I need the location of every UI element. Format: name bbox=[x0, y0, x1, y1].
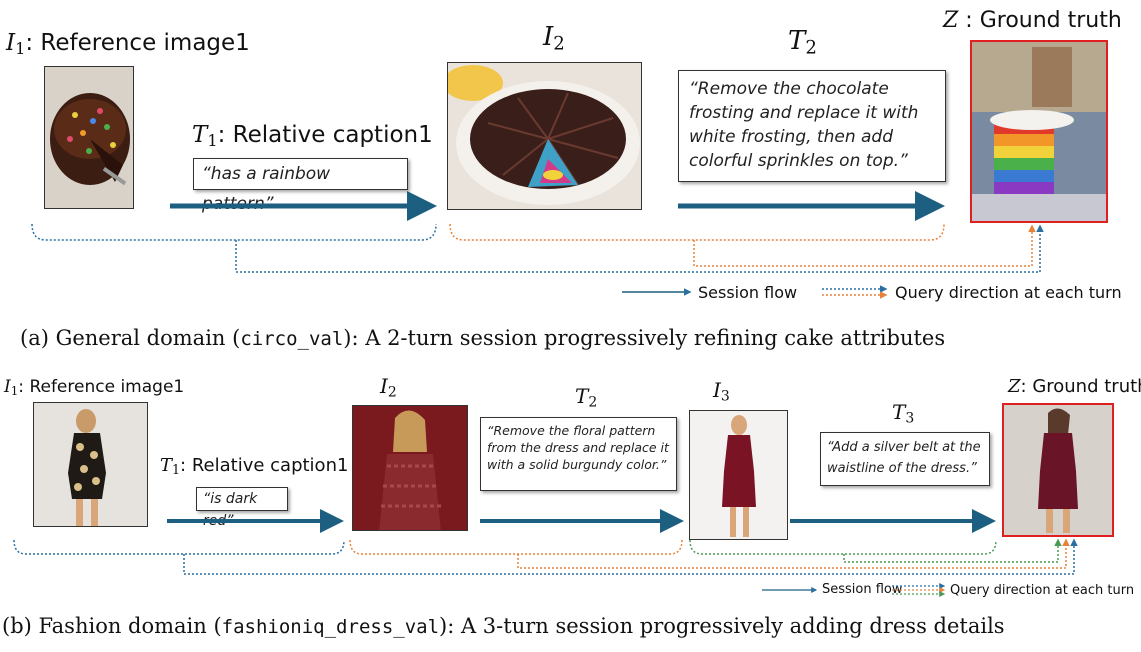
a-z-label: Z : Ground truth bbox=[943, 8, 1122, 33]
b-z-label: Z: Ground truth bbox=[1008, 376, 1141, 397]
a-bracket-blue bbox=[31, 223, 437, 241]
a-query-line-orange bbox=[693, 224, 1036, 267]
a-t1-label: T1: Relative caption1 bbox=[192, 122, 433, 151]
b-query-image-dress-2 bbox=[352, 405, 468, 531]
b-query-line-green bbox=[843, 538, 1062, 563]
b-subcaption: (b) Fashion domain (fashioniq_dress_val)… bbox=[2, 614, 1005, 638]
a-bracket-orange bbox=[449, 223, 945, 241]
a-t2-caption: “Remove the chocolate frosting and repla… bbox=[678, 70, 946, 182]
b-bracket-orange bbox=[349, 539, 683, 555]
b-t3-label: T3 bbox=[892, 400, 915, 427]
a-i2-label: I2 bbox=[543, 22, 565, 55]
b-reference-image-dress bbox=[33, 402, 148, 527]
b-legend-query-label: Query direction at each turn bbox=[950, 583, 1135, 598]
a-t2-label: T2 bbox=[788, 26, 817, 59]
b-query-line-blue bbox=[183, 538, 1078, 575]
b-i2-label: I2 bbox=[380, 374, 397, 401]
a-legend-session-label: Session flow bbox=[698, 283, 798, 302]
b-query-image-dress-3 bbox=[689, 410, 788, 540]
b-query-line-orange bbox=[517, 538, 1070, 569]
a-reference-image-cake bbox=[44, 66, 134, 209]
b-t3-caption: “Add a silver belt at the waistline of t… bbox=[820, 432, 990, 486]
b-t2-caption: “Remove the floral pattern from the dres… bbox=[480, 417, 677, 491]
b-i3-label: I3 bbox=[713, 378, 730, 405]
b-t1-label: T1: Relative caption1 bbox=[160, 455, 349, 478]
a-ground-truth-image bbox=[970, 40, 1108, 223]
b-bracket-blue bbox=[13, 539, 345, 555]
b-legend-session-label: Session flow bbox=[822, 582, 903, 597]
a-legend-query-label: Query direction at each turn bbox=[895, 283, 1122, 302]
b-ground-truth-image bbox=[1002, 403, 1114, 537]
b-t1-caption: “is dark red” bbox=[196, 487, 288, 529]
a-query-line-blue bbox=[235, 224, 1044, 273]
a-t1-caption: “has a rainbow pattern” bbox=[193, 158, 408, 214]
a-i1-label: I1: Reference image1 bbox=[6, 30, 250, 59]
a-query-image-cake-2 bbox=[447, 62, 642, 210]
a-subcaption: (a) General domain (circo_val): A 2-turn… bbox=[20, 326, 946, 350]
b-t2-label: T2 bbox=[575, 384, 598, 411]
b-i1-label: I1: Reference image1 bbox=[4, 377, 185, 398]
b-bracket-green bbox=[689, 539, 997, 555]
